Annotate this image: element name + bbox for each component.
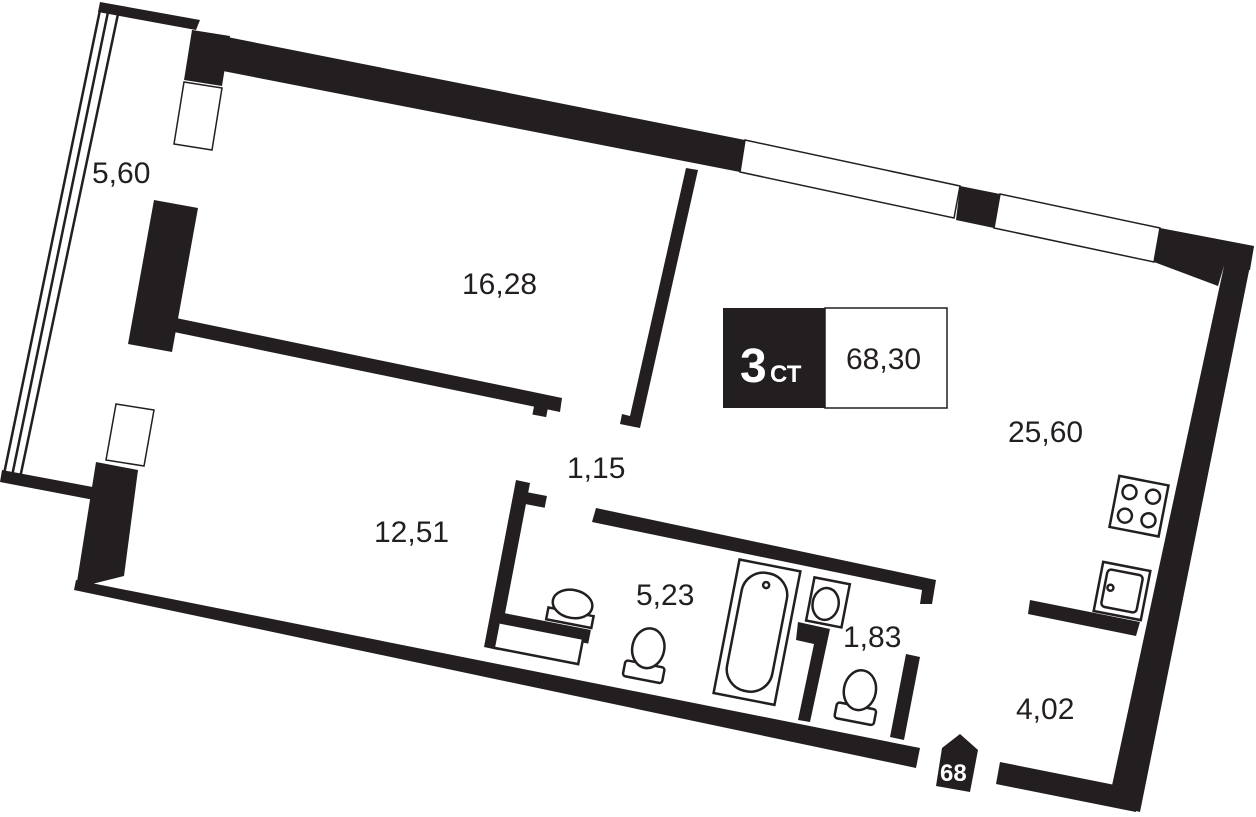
sink-icon bbox=[1092, 560, 1152, 622]
area-entrance: 4,02 bbox=[1016, 693, 1074, 726]
window-bedroom-2 bbox=[105, 403, 155, 467]
badge-type-box bbox=[723, 308, 825, 408]
area-bedroom-1: 16,28 bbox=[462, 268, 537, 301]
wall-bedroom1-living bbox=[620, 168, 698, 428]
interior-walls bbox=[174, 168, 1140, 740]
kitchen-fixtures bbox=[1092, 474, 1170, 622]
washbasin-icon bbox=[492, 588, 596, 666]
bathtub-icon bbox=[712, 558, 802, 707]
windows bbox=[105, 81, 1161, 467]
window-bedroom-1 bbox=[173, 81, 223, 151]
top-wall-pier bbox=[956, 186, 1000, 228]
area-bedroom-2: 12,51 bbox=[374, 516, 449, 549]
apartment-badge: 3 СТ 68,30 bbox=[723, 307, 948, 409]
area-living-kitchen: 25,60 bbox=[1008, 416, 1083, 449]
apartment-number: 68 bbox=[940, 760, 967, 787]
area-balcony: 5,60 bbox=[92, 157, 150, 190]
wall-bedroom2-bath bbox=[484, 480, 530, 650]
area-bathroom: 5,23 bbox=[636, 579, 694, 612]
wall-bath-wc bbox=[796, 622, 830, 722]
wc-washbasin-icon bbox=[804, 575, 852, 629]
room-labels: 5,60 16,28 25,60 1,15 12,51 5,23 1,83 4,… bbox=[92, 157, 1083, 726]
window-living-2 bbox=[993, 193, 1161, 263]
left-pier bbox=[128, 200, 198, 352]
top-wall-right bbox=[1154, 228, 1254, 286]
top-wall-left bbox=[192, 30, 745, 172]
entrance-arrow-icon bbox=[936, 734, 978, 792]
badge-type-suffix: СТ bbox=[770, 361, 802, 388]
balcony bbox=[0, 2, 200, 500]
wall-kitchen-entrance bbox=[1028, 600, 1140, 636]
area-hall: 1,15 bbox=[567, 452, 625, 485]
area-wc: 1,83 bbox=[843, 621, 901, 654]
corner-pier bbox=[184, 30, 230, 86]
toilet-icon bbox=[621, 627, 666, 685]
badge-type-number: 3 bbox=[740, 340, 767, 393]
apartment-number-marker: 68 bbox=[936, 734, 978, 792]
left-wall-lower bbox=[76, 462, 138, 588]
bottom-wall bbox=[74, 580, 920, 768]
balcony-bottom-wall bbox=[0, 470, 98, 500]
right-wall bbox=[1108, 246, 1254, 812]
exterior-walls bbox=[74, 30, 1254, 812]
window-living-1 bbox=[739, 139, 961, 219]
stove-icon bbox=[1108, 474, 1170, 538]
badge-total-area: 68,30 bbox=[846, 343, 921, 376]
bottom-wall-right bbox=[996, 762, 1140, 812]
wall-wc-right bbox=[890, 654, 920, 740]
bathroom-fixtures bbox=[492, 558, 802, 707]
wall-bedrooms bbox=[174, 318, 562, 412]
badge-area-box bbox=[824, 307, 948, 409]
wc-toilet-icon bbox=[833, 669, 878, 727]
wc-fixtures bbox=[804, 575, 878, 727]
balcony-top-wall bbox=[98, 2, 200, 30]
wall-bath-top bbox=[592, 508, 936, 604]
